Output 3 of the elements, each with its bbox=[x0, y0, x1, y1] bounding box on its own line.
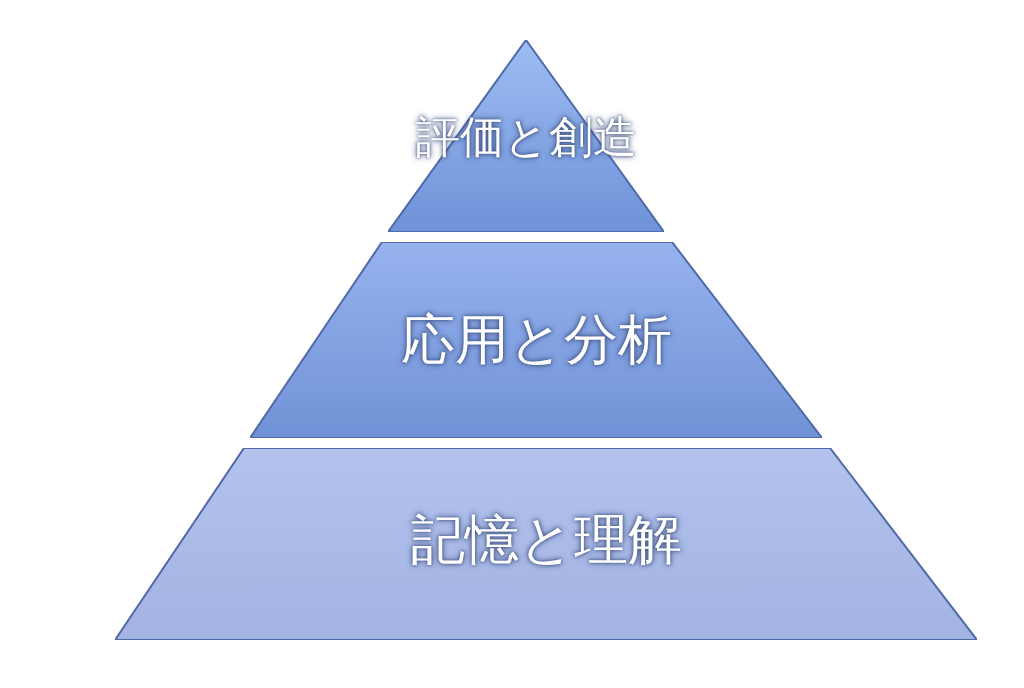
tier-label: 評価と創造 bbox=[413, 110, 638, 164]
tier-label: 記憶と理解 bbox=[409, 507, 683, 573]
tier-label: 応用と分析 bbox=[399, 307, 673, 373]
